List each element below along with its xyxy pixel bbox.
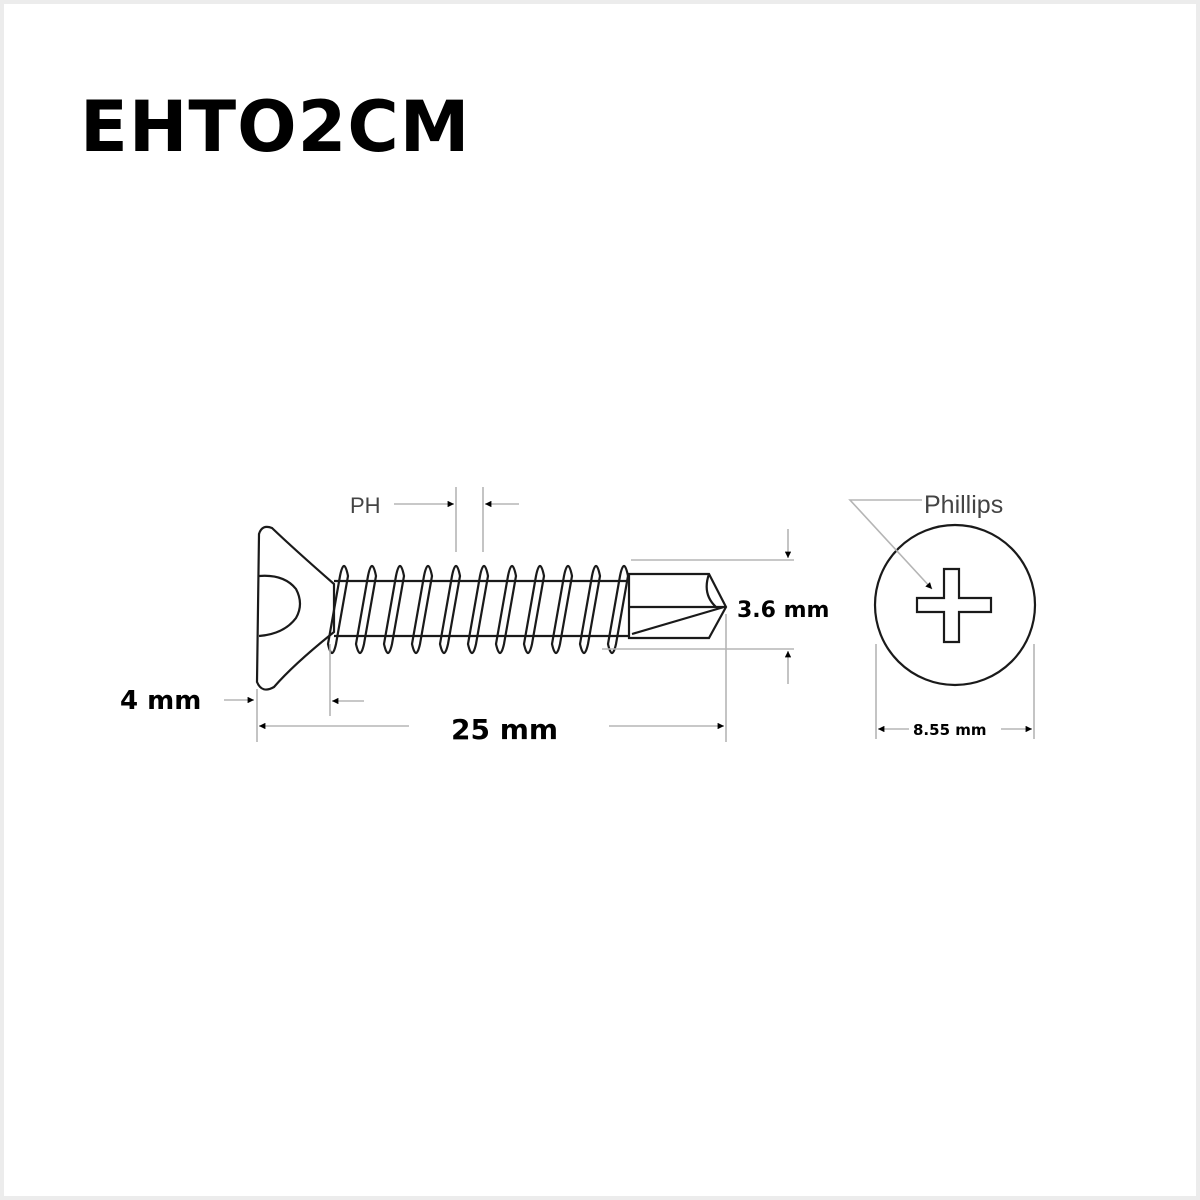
head-diameter-label: 8.55 mm xyxy=(913,721,987,739)
phillips-cross-icon xyxy=(915,567,993,644)
thread-crest xyxy=(522,564,546,655)
thread-crest xyxy=(466,564,490,655)
thread-crest xyxy=(438,564,462,655)
screw-side-view xyxy=(255,525,728,691)
thread-crests xyxy=(326,564,630,655)
phillips-recess-profile xyxy=(258,574,302,638)
thread-crest xyxy=(410,564,434,655)
length-dimension: 25 mm xyxy=(259,614,727,746)
screw-head xyxy=(255,525,336,691)
thread-diameter-label: 3.6 mm xyxy=(737,598,829,623)
drill-tip xyxy=(627,572,728,640)
head-thickness-label: 4 mm xyxy=(120,686,201,716)
screw-head-top-view: Phillips 8.55 mm xyxy=(848,491,1037,739)
head-outline xyxy=(873,523,1037,687)
screw-technical-drawing: PH 3.6 mm 4 mm 25 mm xyxy=(120,487,1037,746)
drive-type-label: Phillips xyxy=(924,491,1003,519)
length-label: 25 mm xyxy=(451,713,558,746)
thread-crest xyxy=(382,564,406,655)
pitch-label: PH xyxy=(350,493,381,518)
thread-crest xyxy=(550,564,574,655)
thread-crest xyxy=(578,564,602,655)
thread-diameter-dimension: 3.6 mm xyxy=(602,529,829,684)
pitch-dimension: PH xyxy=(350,487,519,552)
thread-crest xyxy=(326,564,350,655)
thread-crest xyxy=(354,564,378,655)
thread-crest xyxy=(494,564,518,655)
thread-crest xyxy=(606,564,630,655)
head-thickness-dimension: 4 mm xyxy=(120,644,364,742)
product-code-title: EHTO2CM xyxy=(80,86,471,168)
